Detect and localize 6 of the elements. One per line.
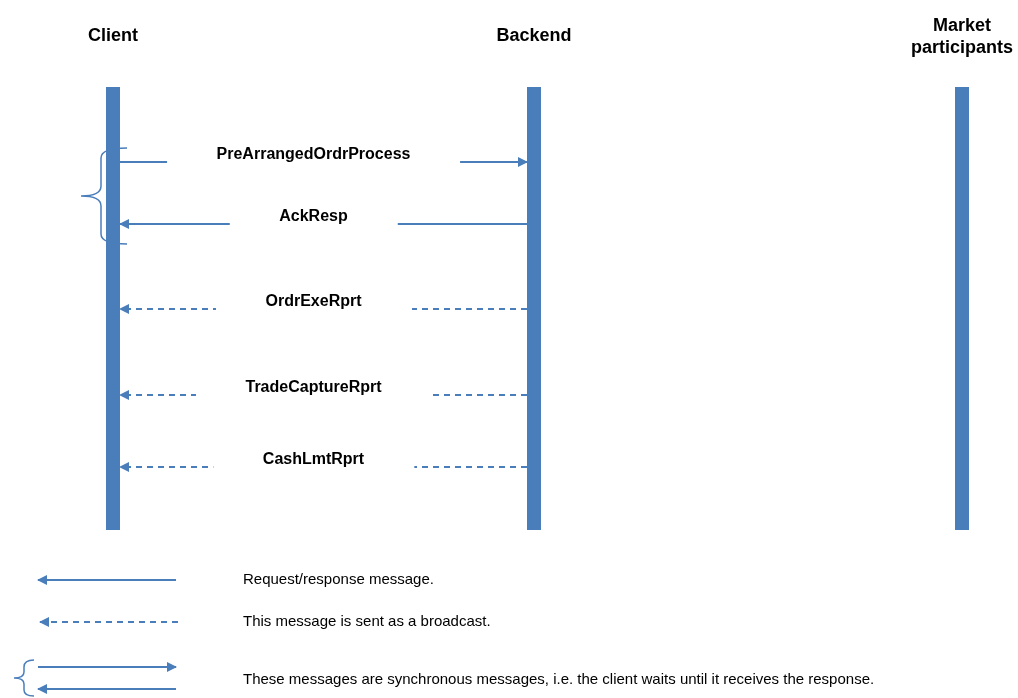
legend-text: These messages are synchronous messages, i.e. the client waits until it receives the response. (243, 670, 875, 688)
lifeline-label: Backend (495, 24, 573, 46)
lifeline-label: Market participants (910, 14, 1014, 58)
legend-text: This message is sent as a broadcast. (243, 612, 491, 630)
lifeline-label: Client (87, 24, 139, 46)
legend-text: Request/response message. (243, 570, 434, 588)
